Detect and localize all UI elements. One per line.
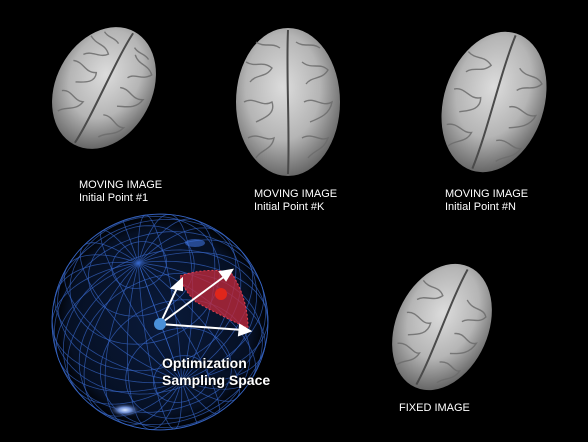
sampling-space-label: Optimization Sampling Space bbox=[162, 355, 270, 389]
sampling-vectors bbox=[159, 268, 253, 337]
moving-caption-1: MOVING IMAGE Initial Point #1 bbox=[79, 179, 162, 205]
fixed-caption: FIXED IMAGE bbox=[399, 402, 470, 415]
optimum-point bbox=[215, 288, 227, 300]
sphere-parallel bbox=[62, 249, 269, 426]
sphere-parallel bbox=[152, 355, 209, 403]
moving-caption-n-subtitle: Initial Point #N bbox=[445, 201, 516, 213]
moving-caption-1-title: MOVING IMAGE bbox=[79, 179, 163, 191]
sampling-space-line1: Optimization bbox=[162, 355, 247, 371]
sphere-parallel bbox=[69, 215, 221, 345]
fixed-caption-title: FIXED IMAGE bbox=[399, 402, 470, 414]
sample-region bbox=[179, 269, 249, 329]
sphere-parallel bbox=[111, 241, 168, 289]
origin-point bbox=[154, 318, 166, 330]
sampling-space-line2: Sampling Space bbox=[162, 372, 271, 388]
moving-brain-n bbox=[441, 31, 547, 173]
sphere-parallel bbox=[125, 327, 233, 419]
moving-caption-k-title: MOVING IMAGE bbox=[254, 188, 338, 200]
sphere-parallel bbox=[57, 213, 242, 372]
fixed-brain bbox=[392, 263, 492, 391]
sphere-parallel bbox=[87, 225, 195, 317]
moving-caption-k-subtitle: Initial Point #K bbox=[254, 201, 325, 213]
sphere-meridian bbox=[138, 262, 198, 424]
moving-caption-1-subtitle: Initial Point #1 bbox=[79, 192, 149, 204]
moving-brain-k bbox=[236, 28, 340, 176]
moving-caption-k: MOVING IMAGE Initial Point #K bbox=[254, 188, 337, 214]
moving-caption-n-title: MOVING IMAGE bbox=[445, 188, 529, 200]
moving-caption-n: MOVING IMAGE Initial Point #N bbox=[445, 188, 528, 214]
sphere-parallel bbox=[53, 231, 267, 413]
moving-brain-1 bbox=[52, 27, 156, 149]
